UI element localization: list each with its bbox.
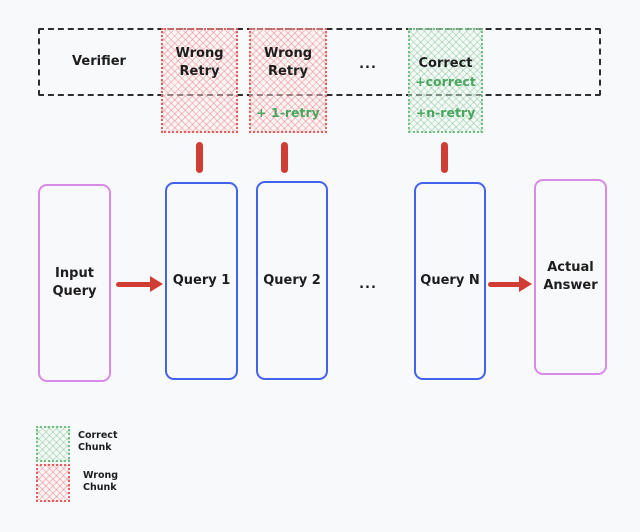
- input-query-label: Input Query: [52, 266, 97, 299]
- actual-answer-box: Actual Answer: [534, 179, 607, 375]
- arrow-right-queryn-to-answer-icon: [488, 282, 521, 287]
- flow-row-ellipsis: ...: [359, 277, 377, 292]
- retry-count-note-n: +n-retry: [415, 105, 476, 120]
- correct-note: +correct: [415, 74, 476, 89]
- correct-chunk: Correct +correct +n-retry: [408, 28, 483, 133]
- query-n-label: Query N: [420, 273, 480, 288]
- query-1-box: Query 1: [165, 182, 238, 380]
- query-2-label: Query 2: [263, 272, 321, 288]
- arrow-right-input-to-query1-icon: [116, 282, 152, 287]
- actual-answer-label: Actual Answer: [543, 260, 598, 293]
- wrong-retry-chunk-2: Wrong Retry + 1-retry: [249, 28, 327, 133]
- wrong-retry-1-label: Wrong Retry: [175, 46, 224, 79]
- legend-correct-chunk-swatch: [36, 426, 70, 462]
- query-1-label: Query 1: [172, 273, 231, 288]
- arrow-right-head-1-icon: [150, 276, 163, 292]
- query-n-box: Query N: [414, 182, 486, 380]
- arrow-right-head-2-icon: [519, 276, 532, 292]
- legend-wrong-chunk-label: Wrong Chunk: [83, 470, 119, 493]
- query-2-box: Query 2: [256, 181, 328, 380]
- connector-bar-query2-icon: [281, 142, 288, 173]
- legend-wrong-chunk-swatch: [36, 464, 70, 502]
- input-query-box: Input Query: [38, 184, 111, 382]
- correct-label: Correct: [418, 56, 473, 71]
- connector-bar-queryn-icon: [441, 142, 448, 173]
- top-row-ellipsis: ...: [359, 57, 377, 72]
- wrong-retry-2-label: Wrong Retry: [263, 46, 312, 79]
- legend-correct-chunk-label: Correct Chunk: [78, 430, 118, 453]
- verifier-label: Verifier: [72, 54, 126, 69]
- retry-count-note-1: + 1-retry: [256, 105, 320, 120]
- wrong-retry-chunk-1: Wrong Retry: [161, 28, 238, 133]
- connector-bar-query1-icon: [196, 142, 203, 173]
